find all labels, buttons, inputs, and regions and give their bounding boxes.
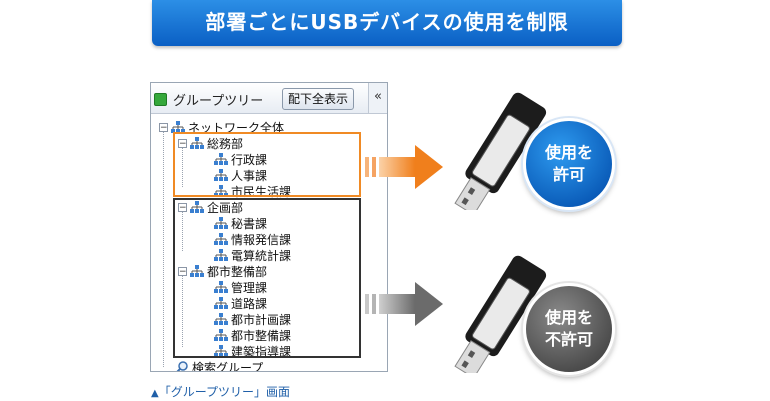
tree-node-department[interactable]: 秘書課: [214, 215, 267, 231]
panel-header: グループツリー 配下全表示 «: [151, 83, 387, 114]
network-group-icon: [214, 168, 228, 181]
tree-node-label: 管理課: [231, 280, 268, 295]
tree-node-group[interactable]: − 企画部: [178, 199, 243, 215]
tree-connector: [163, 131, 164, 367]
network-group-icon: [171, 120, 185, 133]
tree-node-label: ネットワーク全体: [188, 120, 285, 135]
tree-node-search-group[interactable]: 検索グループ: [175, 359, 264, 372]
tree-node-department[interactable]: 行政課: [214, 151, 267, 167]
page-title-banner: 部署ごとにUSBデバイスの使用を制限: [152, 0, 622, 46]
tree-node-label: 電算統計課: [231, 248, 292, 263]
tree-node-label: 人事課: [231, 168, 268, 183]
tree-node-department[interactable]: 都市整備課: [214, 327, 291, 343]
arrow-right-icon: [365, 145, 443, 189]
tree-node-label: 総務部: [207, 136, 244, 151]
collapse-toggle[interactable]: −: [178, 138, 187, 149]
tree-node-department[interactable]: 情報発信課: [214, 231, 291, 247]
tree-node-department[interactable]: 電算統計課: [214, 247, 291, 263]
network-group-icon: [190, 200, 204, 213]
tree-node-label: 行政課: [231, 152, 268, 167]
tree-node-group[interactable]: − 総務部: [178, 135, 243, 151]
tree-node-label: 企画部: [207, 200, 244, 215]
screen-caption: ▲「グループツリー」画面: [151, 383, 290, 400]
network-group-icon: [214, 216, 228, 229]
collapse-toggle[interactable]: −: [178, 266, 187, 277]
network-group-icon: [214, 248, 228, 261]
tree-node-department[interactable]: 人事課: [214, 167, 267, 183]
badge-line: 使用を: [544, 143, 593, 162]
usb-drive-icon: [454, 92, 547, 210]
tree-node-label: 都市計画課: [231, 312, 292, 327]
network-group-icon: [214, 152, 228, 165]
network-group-icon: [214, 344, 228, 357]
allow-usage-badge: 使用を 許可: [523, 118, 615, 210]
tree-node-department[interactable]: 道路課: [214, 295, 267, 311]
caption-marker: ▲: [151, 388, 159, 399]
tree-node-department[interactable]: 都市計画課: [214, 311, 291, 327]
deny-usage-badge: 使用を 不許可: [523, 283, 615, 375]
arrow-right-icon: [365, 282, 443, 326]
tree-node-root[interactable]: − ネットワーク全体: [159, 119, 284, 135]
highlight-denied-groups: [173, 198, 361, 358]
network-group-icon: [190, 136, 204, 149]
tree-node-label: 検索グループ: [192, 360, 264, 372]
tree-connector: [182, 212, 183, 251]
tree-node-label: 道路課: [231, 296, 268, 311]
network-group-icon: [214, 296, 228, 309]
show-all-subordinates-button[interactable]: 配下全表示: [282, 88, 354, 110]
caption-text: 「グループツリー」画面: [158, 385, 290, 399]
tree-node-label: 建築指導課: [231, 344, 292, 359]
badge-line: 不許可: [544, 330, 593, 349]
tree-node-label: 都市整備課: [231, 328, 292, 343]
highlight-allowed-group: [173, 132, 361, 197]
network-group-icon: [214, 328, 228, 341]
tree-node-department[interactable]: 管理課: [214, 279, 267, 295]
network-group-icon: [214, 280, 228, 293]
network-group-icon: [214, 184, 228, 197]
tree-connector: [182, 148, 183, 187]
tree-node-group[interactable]: − 都市整備部: [178, 263, 267, 279]
tree-node-label: 情報発信課: [231, 232, 292, 247]
tree-node-label: 秘書課: [231, 216, 268, 231]
usb-drive-icon: [454, 255, 547, 373]
group-tree-panel: グループツリー 配下全表示 « − ネットワーク全体 −: [150, 82, 388, 372]
collapse-panel-button[interactable]: «: [368, 83, 387, 113]
network-group-icon: [214, 312, 228, 325]
network-group-icon: [214, 232, 228, 245]
tree-node-label: 都市整備部: [207, 264, 268, 279]
folder-icon: [154, 93, 167, 106]
group-tree: − ネットワーク全体 − 総務部 行政課: [151, 119, 387, 371]
badge-line: 許可: [552, 165, 585, 184]
collapse-toggle[interactable]: −: [178, 202, 187, 213]
panel-title: グループツリー: [173, 94, 264, 109]
badge-line: 使用を: [544, 308, 593, 327]
search-icon: [176, 361, 188, 371]
collapse-toggle[interactable]: −: [159, 122, 168, 133]
network-group-icon: [190, 264, 204, 277]
tree-connector: [182, 276, 183, 347]
tree-node-department[interactable]: 建築指導課: [214, 343, 291, 359]
